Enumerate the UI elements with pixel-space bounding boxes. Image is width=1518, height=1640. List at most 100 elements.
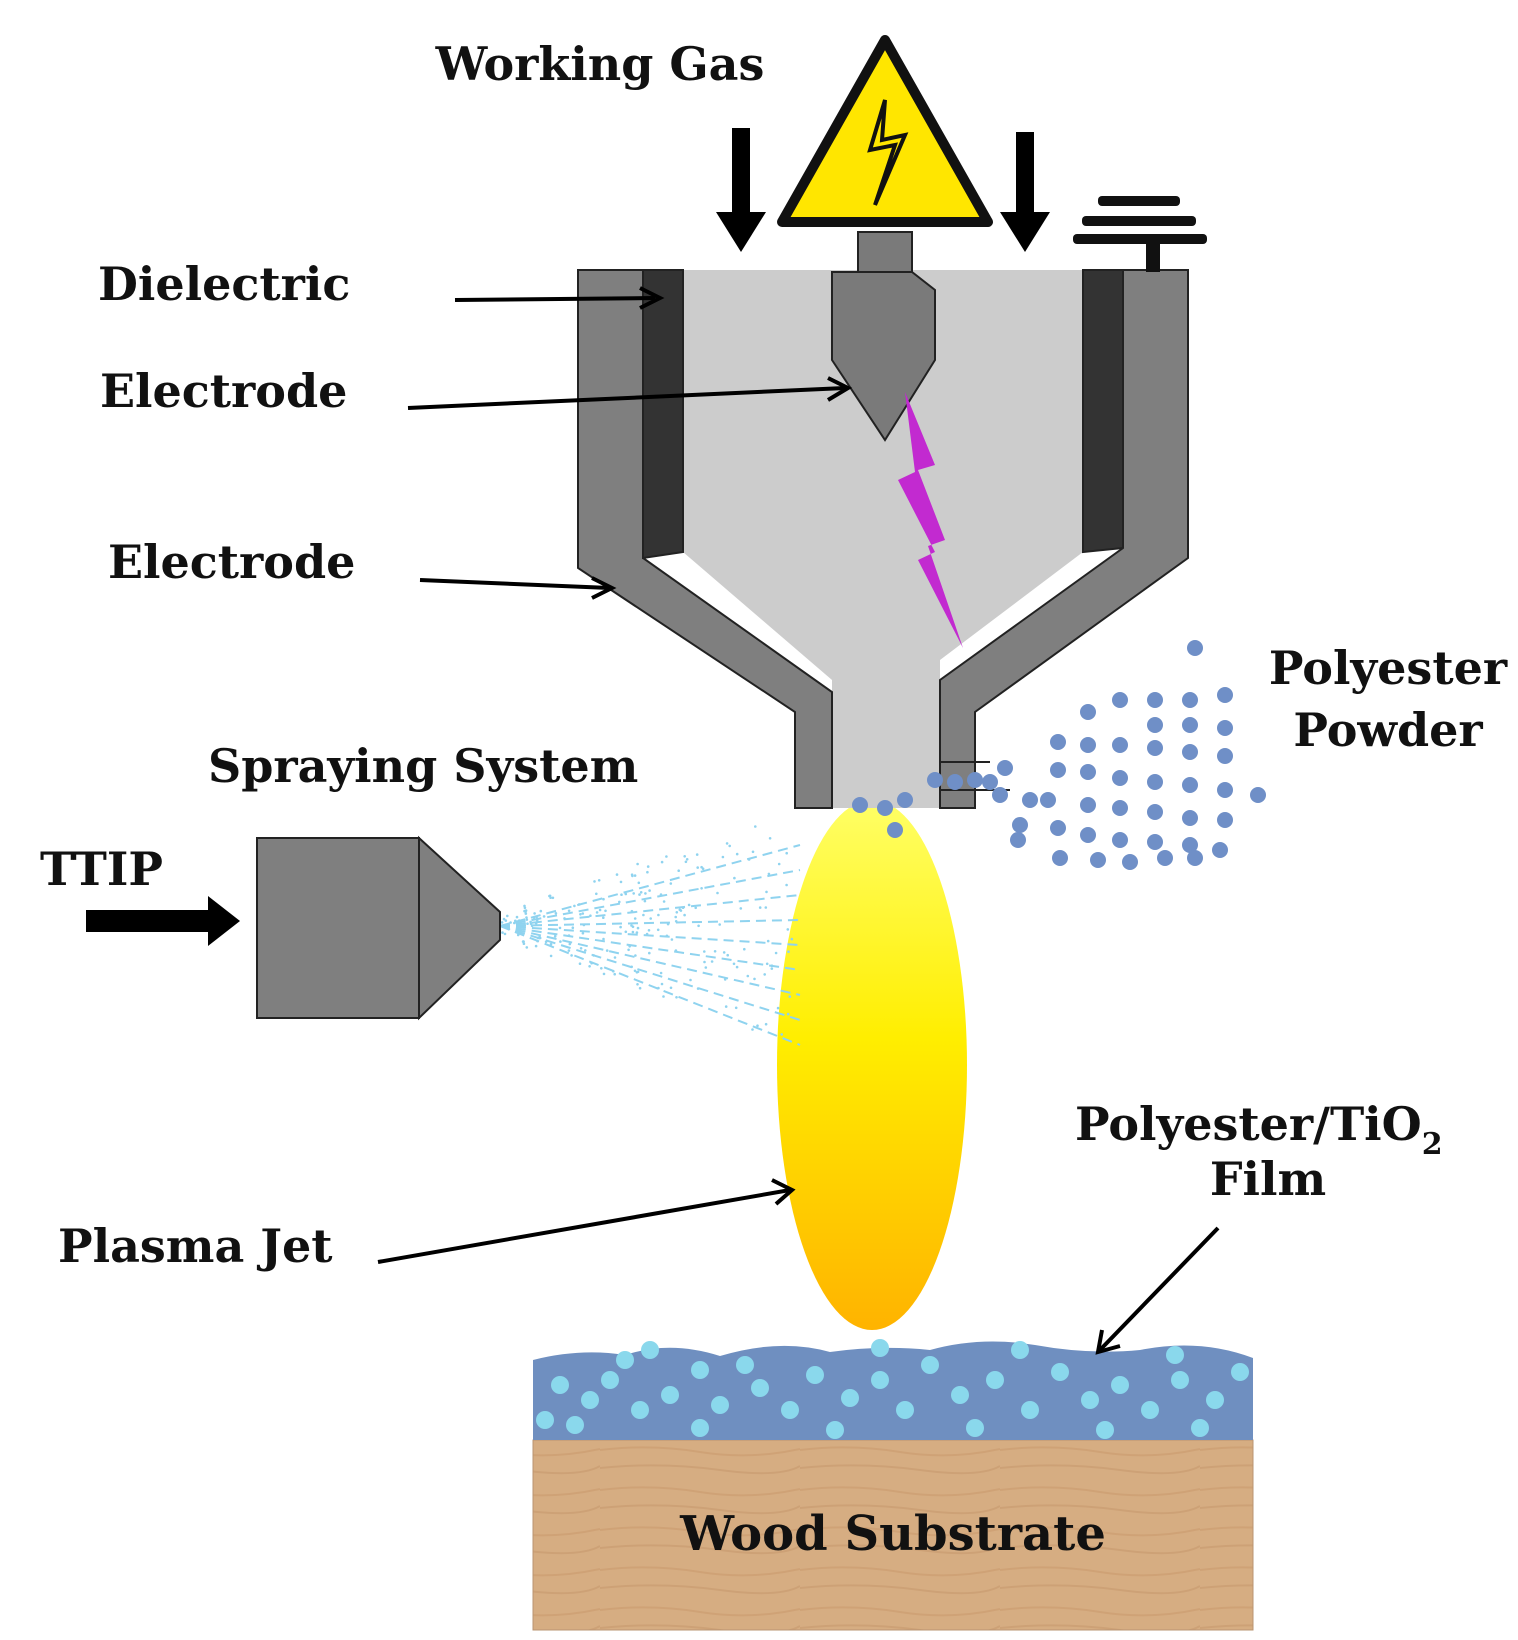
spray-droplet [535,919,539,922]
spray-droplet [539,909,543,913]
spray-droplet [627,948,630,952]
spray-droplet [578,962,582,965]
film-particle [921,1356,939,1374]
spray-droplet [535,915,538,919]
spray-droplet [595,911,599,914]
dielectric-left [642,269,684,560]
working-gas-arrow-left [716,128,766,252]
spray-droplet [660,860,664,864]
spray-droplet [554,912,558,915]
spray-droplet [638,893,641,896]
spray-droplet [645,932,649,936]
spray-droplet [733,876,736,880]
spray-droplet [674,915,677,919]
film-particle [1096,1421,1114,1439]
spray-droplet [593,880,596,883]
powder-particle [1090,852,1106,868]
spray-droplet [701,867,705,870]
spray-droplet [615,873,619,876]
spray-line [499,925,801,946]
polyester-powder-label-line1: Polyester [1269,641,1508,695]
powder-particle [897,792,913,808]
powder-particle [1147,717,1163,733]
spray-droplet [743,947,746,951]
powder-particle [1112,737,1128,753]
powder-particle [967,772,983,788]
spray-droplet [619,880,623,884]
spray-droplet [637,881,641,885]
inner-electrode [831,231,936,442]
spray-droplet [644,892,647,895]
spray-droplet [683,855,686,858]
spray-droplet [533,912,536,915]
outer-electrode-leader-arrow [419,576,617,600]
powder-particle [1080,827,1096,843]
spraying-system [256,835,501,1021]
outer-electrode-right [939,269,1189,809]
spray-droplet [530,924,534,928]
powder-particle [982,774,998,790]
plasma-torch [577,269,1189,809]
spray-droplet [689,978,692,982]
spray-droplet [602,972,606,976]
spray-droplet [632,892,635,895]
powder-particle [1147,692,1163,708]
powder-particle [1182,692,1198,708]
spray-droplet [657,986,660,990]
spray-droplet [612,969,615,973]
spray-droplet [613,972,616,976]
film-particle [711,1396,729,1414]
spray-droplet [548,894,552,898]
spray-droplet [747,858,751,861]
powder-particle [1147,834,1163,850]
film-particle [661,1386,679,1404]
spray-droplet [669,882,673,885]
spray-droplet [713,950,717,953]
powder-particle [1080,704,1096,720]
film-label-line2: Film [1210,1152,1326,1206]
spray-droplet [700,887,703,890]
powder-particle [1050,734,1066,750]
spray-droplet [777,862,781,866]
spray-droplet [521,940,525,943]
spray-droplet [517,919,521,922]
spray-droplet [631,930,635,934]
high-voltage-warning-icon [777,35,993,227]
spray-droplet [786,1012,790,1016]
spray-droplet [634,954,637,957]
spray-droplet [567,909,571,913]
spray-droplet [728,844,731,848]
spray-droplet [581,931,585,935]
dielectric-label: Dielectric [98,257,350,311]
spray-droplet [751,850,755,854]
film-particle [1111,1376,1129,1394]
spray-droplet [507,924,511,928]
inner-electrode-leader-arrow [407,376,853,410]
spray-droplet [534,944,538,948]
dielectric-leader-arrow [454,286,665,310]
spray-droplet [628,945,631,948]
spray-droplet [633,917,637,920]
powder-particle [927,772,943,788]
film-label-line1: Polyester/TiO2 [1075,1097,1443,1162]
powder-particle [1217,720,1233,736]
spray-droplet [751,1028,754,1031]
spray-droplet [732,962,736,966]
spray-droplet [765,962,769,966]
film-particle [966,1419,984,1437]
spray-droplet [665,855,668,858]
spray-droplet [504,919,508,922]
spray-droplet [724,1005,728,1008]
spray-droplet [506,914,509,918]
spray-line [499,925,801,1046]
spray-droplet [581,912,585,915]
film-particle [951,1386,969,1404]
spray-droplet [636,983,639,986]
spray-droplet [544,940,548,944]
spray-droplet [516,933,520,937]
gas-chamber [683,270,1083,808]
spray-droplet [542,915,546,918]
spray-droplet [507,927,511,931]
spray-droplet [582,923,586,927]
film-particle [826,1421,844,1439]
